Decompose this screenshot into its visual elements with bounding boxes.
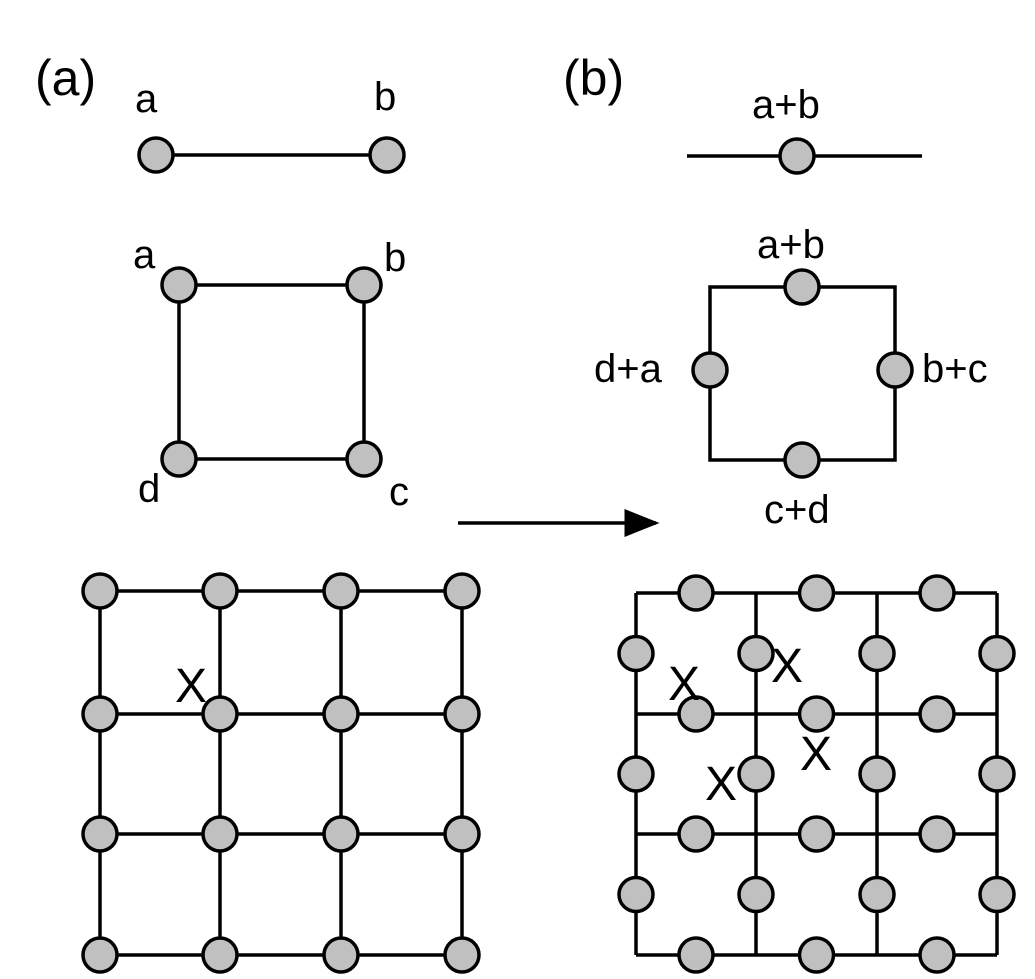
lattice-site: [322, 936, 360, 974]
panel-a: (a) a b a b c d X: [35, 50, 481, 974]
panel-a-square: a b c d: [133, 233, 409, 514]
edge-site: [858, 755, 896, 793]
edge-site: [797, 574, 836, 612]
site-b-label: b: [374, 75, 396, 119]
edge-site: [918, 815, 956, 853]
lattice-site: [201, 815, 239, 853]
edge-site: [918, 695, 956, 733]
edge-site: [737, 875, 775, 914]
lattice-site: [201, 936, 239, 974]
lattice-site: [443, 572, 481, 610]
lattice-site: [322, 695, 360, 733]
edge-site: [677, 936, 715, 974]
edge-site: [918, 574, 956, 612]
edge-site: [617, 875, 655, 914]
edge-site-right: [876, 351, 914, 389]
defect-marker: X: [668, 658, 700, 711]
lattice-site: [443, 695, 481, 733]
square-bonds: [177, 283, 366, 461]
defect-marker: X: [705, 758, 737, 811]
edge-site: [797, 815, 836, 853]
site-a-label: a: [135, 77, 158, 121]
panel-a-label: (a): [35, 50, 96, 106]
defect-marker: X: [800, 728, 832, 781]
lattice-site: [81, 572, 119, 610]
edge-site-bottom: [783, 441, 821, 479]
defect-marker: X: [771, 640, 803, 693]
site-a: [137, 136, 175, 174]
edge-site-top: [783, 268, 821, 306]
edge-site-label: a+b: [752, 83, 820, 127]
edge-site: [677, 695, 715, 733]
site-b-label: b: [384, 236, 406, 280]
lattice-site: [81, 695, 119, 733]
panel-b-square: a+b b+c c+d d+a: [594, 223, 988, 532]
site-c: [345, 440, 383, 478]
site-d: [160, 440, 198, 478]
edge-site-left: [691, 351, 729, 389]
square-bonds: [708, 285, 897, 462]
defect-marker: X: [175, 660, 207, 713]
edge-site: [677, 574, 715, 612]
edge-site: [978, 634, 1016, 673]
edge-site: [797, 936, 836, 974]
edge-site: [737, 634, 775, 673]
panel-b-lattice: [617, 574, 1016, 974]
site-b: [345, 266, 383, 304]
edge-site: [617, 755, 655, 793]
edge-site: [858, 875, 896, 914]
lattice-site: [81, 936, 119, 974]
edge-site-bottom-label: c+d: [764, 488, 830, 532]
edge-site: [617, 634, 655, 673]
edge-site: [778, 137, 816, 175]
edge-site: [918, 936, 956, 974]
site-a-label: a: [133, 233, 156, 277]
edge-site: [677, 815, 715, 853]
lattice-site: [201, 695, 239, 733]
site-c-label: c: [389, 470, 409, 514]
edge-site: [737, 755, 775, 793]
lattice-site: [443, 815, 481, 853]
site-b: [368, 136, 406, 174]
site-a: [160, 266, 198, 304]
lattice-site: [322, 572, 360, 610]
site-d-label: d: [138, 467, 160, 511]
edge-site-right-label: b+c: [922, 347, 988, 391]
panel-b-label: (b): [563, 50, 624, 106]
edge-site: [797, 695, 836, 733]
panel-b: (b) a+b a+b b+c c+d d+a X X X X: [563, 50, 1016, 974]
panel-a-pair: a b: [135, 75, 406, 174]
edge-site-left-label: d+a: [594, 347, 663, 391]
edge-site: [858, 634, 896, 673]
lattice-site: [322, 815, 360, 853]
panel-a-lattice: [81, 572, 481, 974]
panel-b-edge: a+b: [687, 83, 922, 175]
edge-site-top-label: a+b: [757, 223, 825, 267]
edge-site: [978, 875, 1016, 914]
lattice-site: [201, 572, 239, 610]
lattice-site: [443, 936, 481, 974]
lattice-site: [81, 815, 119, 853]
edge-site: [978, 755, 1016, 793]
